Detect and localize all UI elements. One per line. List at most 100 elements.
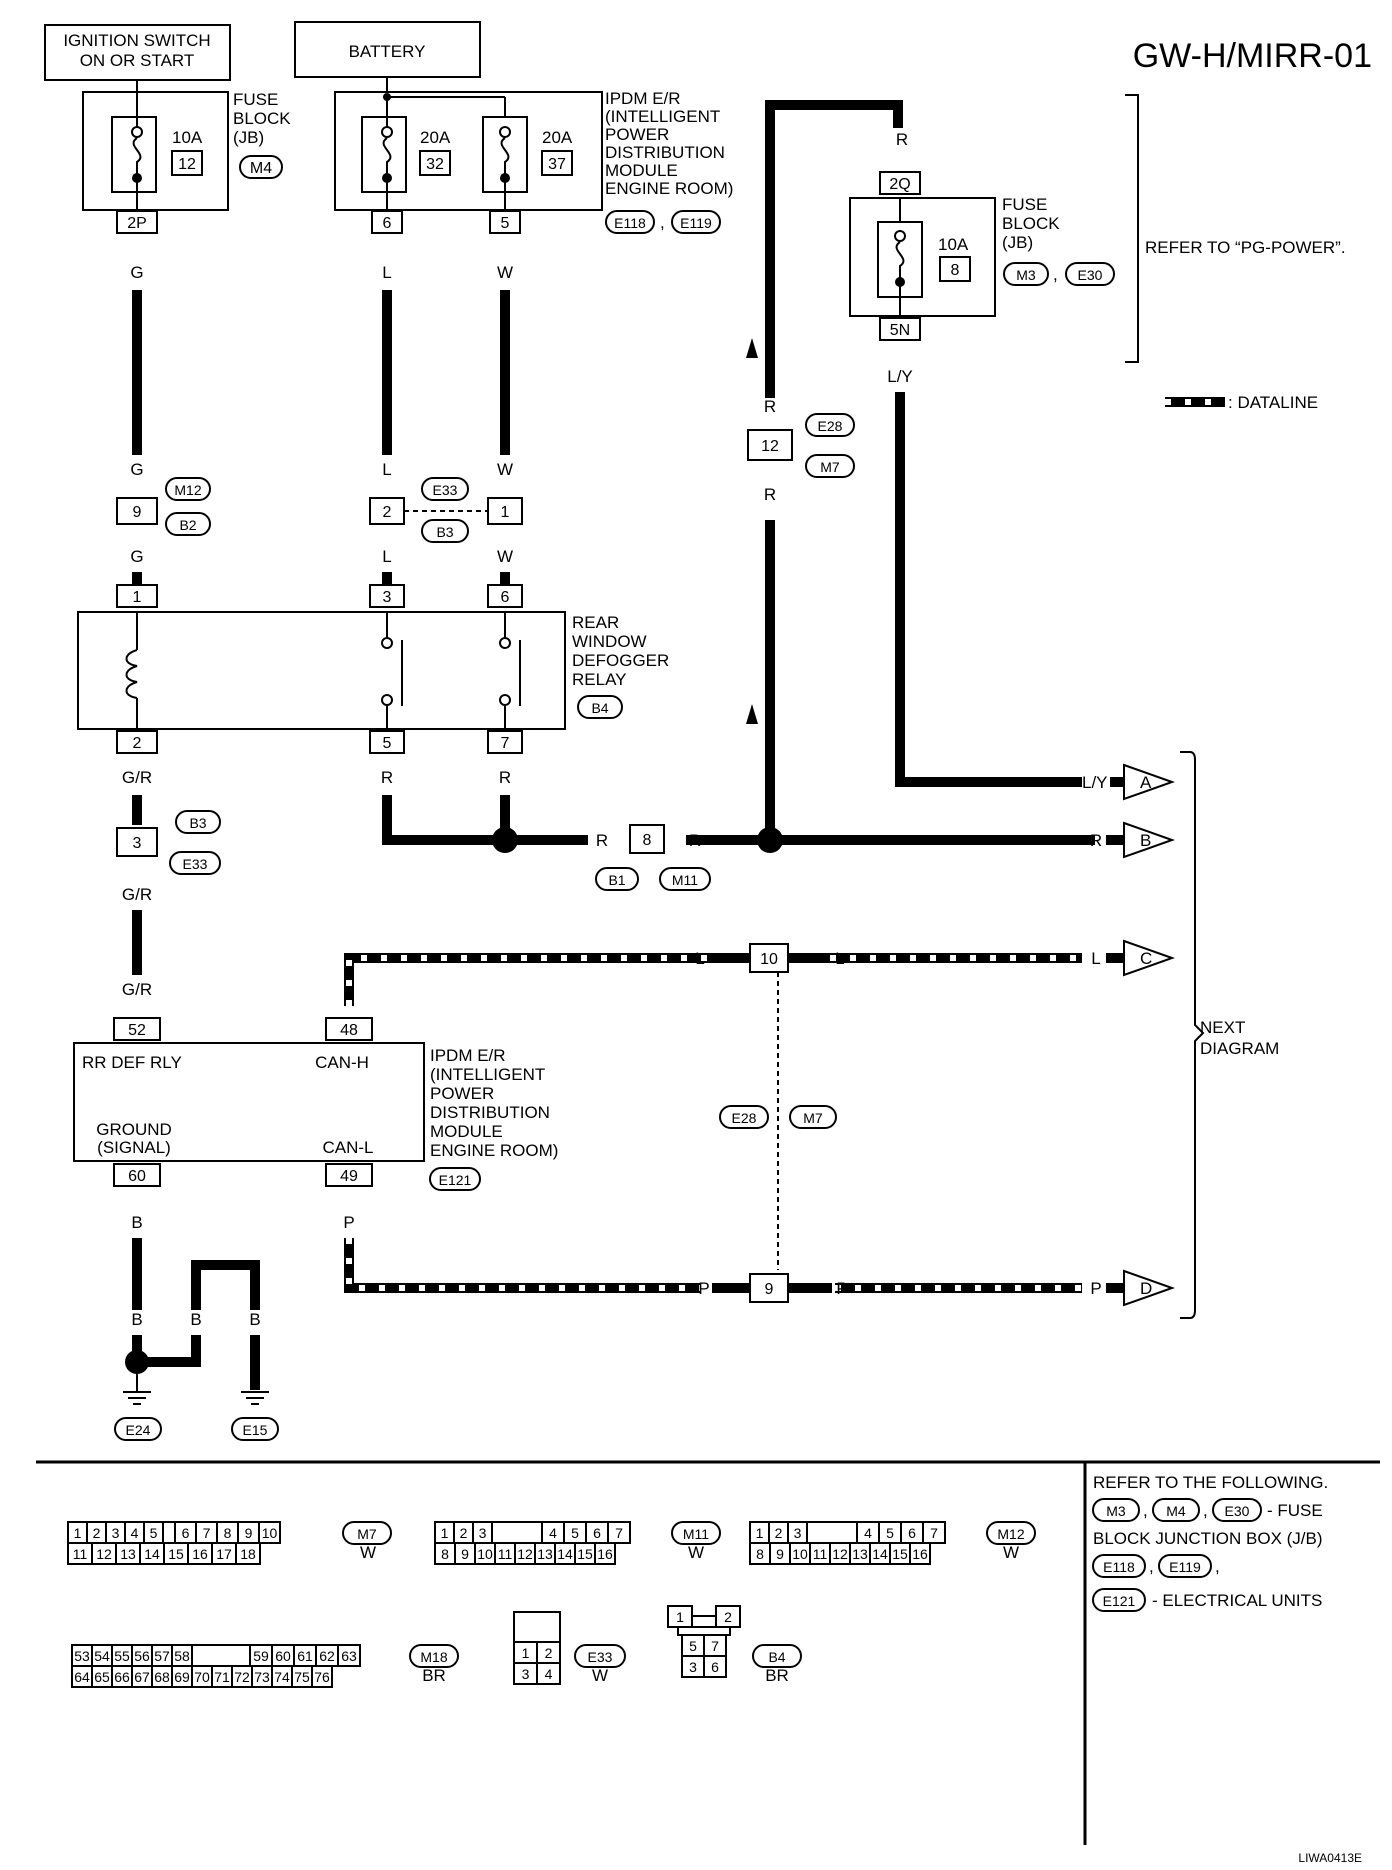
connector-pin-64: 64 bbox=[74, 1669, 90, 1685]
connector-pin-6: 6 bbox=[593, 1525, 601, 1541]
connector-m12-b2: 9 M12 B2 G bbox=[116, 477, 211, 566]
rear-window-defogger-relay: 1 3 6 REAR WINDOW DEFOGGER RELAY B4 2 5 … bbox=[77, 584, 669, 787]
m11-conn: M11 bbox=[672, 872, 698, 888]
wire-w-mid: W bbox=[497, 460, 513, 479]
fb-right-label-1: FUSE bbox=[1002, 195, 1047, 214]
wire-l-c10-right: L bbox=[835, 949, 844, 968]
fuse-block-label-2: BLOCK bbox=[233, 109, 291, 128]
connector-pin-15: 15 bbox=[168, 1546, 184, 1562]
wire-g-top: G bbox=[130, 263, 143, 282]
connector-pin-8: 8 bbox=[756, 1546, 764, 1562]
wire-w-top: W bbox=[497, 263, 513, 282]
refer-following-3: BLOCK JUNCTION BOX (J/B) bbox=[1093, 1529, 1323, 1548]
connector-pin-13: 13 bbox=[852, 1546, 868, 1562]
wire-b-g1: B bbox=[131, 1310, 142, 1329]
connector-pin-12: 12 bbox=[517, 1546, 533, 1562]
b1-pin-8: 8 bbox=[643, 832, 652, 849]
connector-b4-oval bbox=[752, 1644, 802, 1668]
fuse-block-label-3: (JB) bbox=[233, 128, 264, 147]
ipdm-bottom-label-3: POWER bbox=[430, 1084, 494, 1103]
svg-text:,: , bbox=[1143, 1501, 1148, 1520]
fuse-block-jb-left: 10A 12 FUSE BLOCK (JB) M4 2P G bbox=[82, 80, 291, 282]
b3-conn-top: B3 bbox=[436, 524, 453, 540]
footer-code: LIWA0413E bbox=[1298, 1851, 1362, 1865]
wire-g-below-conn: G bbox=[130, 547, 143, 566]
connector-pin-2: 2 bbox=[775, 1525, 783, 1541]
svg-text:,: , bbox=[1215, 1557, 1220, 1576]
connector-pin-11: 11 bbox=[813, 1546, 828, 1562]
connector-pin-3: 3 bbox=[689, 1659, 697, 1675]
refer-elec-text: - ELECTRICAL UNITS bbox=[1152, 1591, 1322, 1610]
wire-gr-ipdm: G/R bbox=[122, 980, 152, 999]
connector-pin-3: 3 bbox=[794, 1525, 802, 1541]
m12-conn: M12 bbox=[174, 482, 201, 498]
refer-fuse-text: - FUSE bbox=[1267, 1501, 1323, 1520]
wire-p-c9-left: P bbox=[698, 1279, 709, 1298]
output-a-wire: L/Y bbox=[1082, 773, 1108, 792]
wire-r-relay-5: R bbox=[381, 768, 393, 787]
ipdm-conn-e121: E121 bbox=[439, 1172, 472, 1188]
connector-pin-4: 4 bbox=[131, 1525, 139, 1541]
refer-e30: E30 bbox=[1225, 1503, 1250, 1519]
connector-pin-56: 56 bbox=[134, 1648, 150, 1664]
connector-pin-3: 3 bbox=[112, 1525, 120, 1541]
refer-following: REFER TO THE FOLLOWING. M3 , M4 , E30 - … bbox=[1092, 1473, 1328, 1612]
connector-pin-60: 60 bbox=[275, 1648, 291, 1664]
connector-pin-75: 75 bbox=[294, 1669, 310, 1685]
connector-pin-57: 57 bbox=[154, 1648, 170, 1664]
next-diagram-1: NEXT bbox=[1200, 1018, 1245, 1037]
wire-r-bus-left: R bbox=[596, 831, 608, 850]
fuse-number: 12 bbox=[178, 156, 196, 173]
connector-pin-2: 2 bbox=[724, 1609, 732, 1625]
connector-pin-5: 5 bbox=[689, 1638, 697, 1654]
connector-pin-7: 7 bbox=[203, 1525, 211, 1541]
connector-e33-id: E33 bbox=[588, 1649, 613, 1665]
connector-m18-color: BR bbox=[422, 1666, 446, 1685]
connector-pin-8: 8 bbox=[441, 1546, 449, 1562]
connector-pin-6: 6 bbox=[182, 1525, 190, 1541]
connector-pin-1: 1 bbox=[441, 1525, 449, 1541]
connector-pin-66: 66 bbox=[114, 1669, 130, 1685]
b2-conn: B2 bbox=[179, 517, 196, 533]
connector-pin-65: 65 bbox=[94, 1669, 110, 1685]
pin-6: 6 bbox=[383, 215, 392, 232]
connector-m7-color: W bbox=[360, 1543, 376, 1562]
connector-pin-16: 16 bbox=[192, 1546, 208, 1562]
connector-pin-1: 1 bbox=[522, 1645, 530, 1661]
connector-pin-14: 14 bbox=[872, 1546, 888, 1562]
connector-10: L 10 L L bbox=[695, 943, 1101, 973]
b3-conn: B3 bbox=[189, 815, 206, 831]
connector-m11-color: W bbox=[688, 1543, 704, 1562]
pin-2p: 2P bbox=[127, 215, 147, 232]
connector-cell bbox=[235, 1542, 261, 1565]
connector-pin-4: 4 bbox=[545, 1666, 553, 1682]
connector-m12-oval bbox=[986, 1521, 1036, 1545]
connector-top bbox=[513, 1611, 561, 1643]
svg-text:,: , bbox=[1203, 1501, 1208, 1520]
ipdm-fuse2-num: 37 bbox=[548, 156, 566, 173]
connector-pin-15: 15 bbox=[577, 1546, 593, 1562]
ground-e24: E24 bbox=[126, 1422, 151, 1438]
ipdm-bottom-label-6: ENGINE ROOM) bbox=[430, 1141, 558, 1160]
ipdm-bottom-label-5: MODULE bbox=[430, 1122, 503, 1141]
connector-pin-15: 15 bbox=[892, 1546, 908, 1562]
connector-pin-4: 4 bbox=[864, 1525, 872, 1541]
connector-pin-11: 11 bbox=[498, 1546, 513, 1562]
wire-l-mid: L bbox=[382, 460, 391, 479]
relay-label-4: RELAY bbox=[572, 670, 627, 689]
connector-pin-12: 12 bbox=[832, 1546, 848, 1562]
connector-pin-67: 67 bbox=[134, 1669, 150, 1685]
connector-e33-b3-top: 2 1 E33 B3 L W bbox=[369, 477, 523, 566]
relay-label-1: REAR bbox=[572, 613, 619, 632]
connector-latch bbox=[191, 1644, 251, 1667]
connector-m7-oval bbox=[342, 1521, 392, 1545]
connector-pin-69: 69 bbox=[174, 1669, 190, 1685]
connector-pin-59: 59 bbox=[253, 1648, 269, 1664]
ignition-switch-label-2: ON OR START bbox=[80, 51, 195, 70]
output-b: R B bbox=[1090, 821, 1175, 859]
connector-pin-10: 10 bbox=[792, 1546, 808, 1562]
connector-pin-9: 9 bbox=[776, 1546, 784, 1562]
connector-pin-58: 58 bbox=[174, 1648, 190, 1664]
wire-b-ipdm: B bbox=[131, 1213, 142, 1232]
connector-pin-6: 6 bbox=[908, 1525, 916, 1541]
